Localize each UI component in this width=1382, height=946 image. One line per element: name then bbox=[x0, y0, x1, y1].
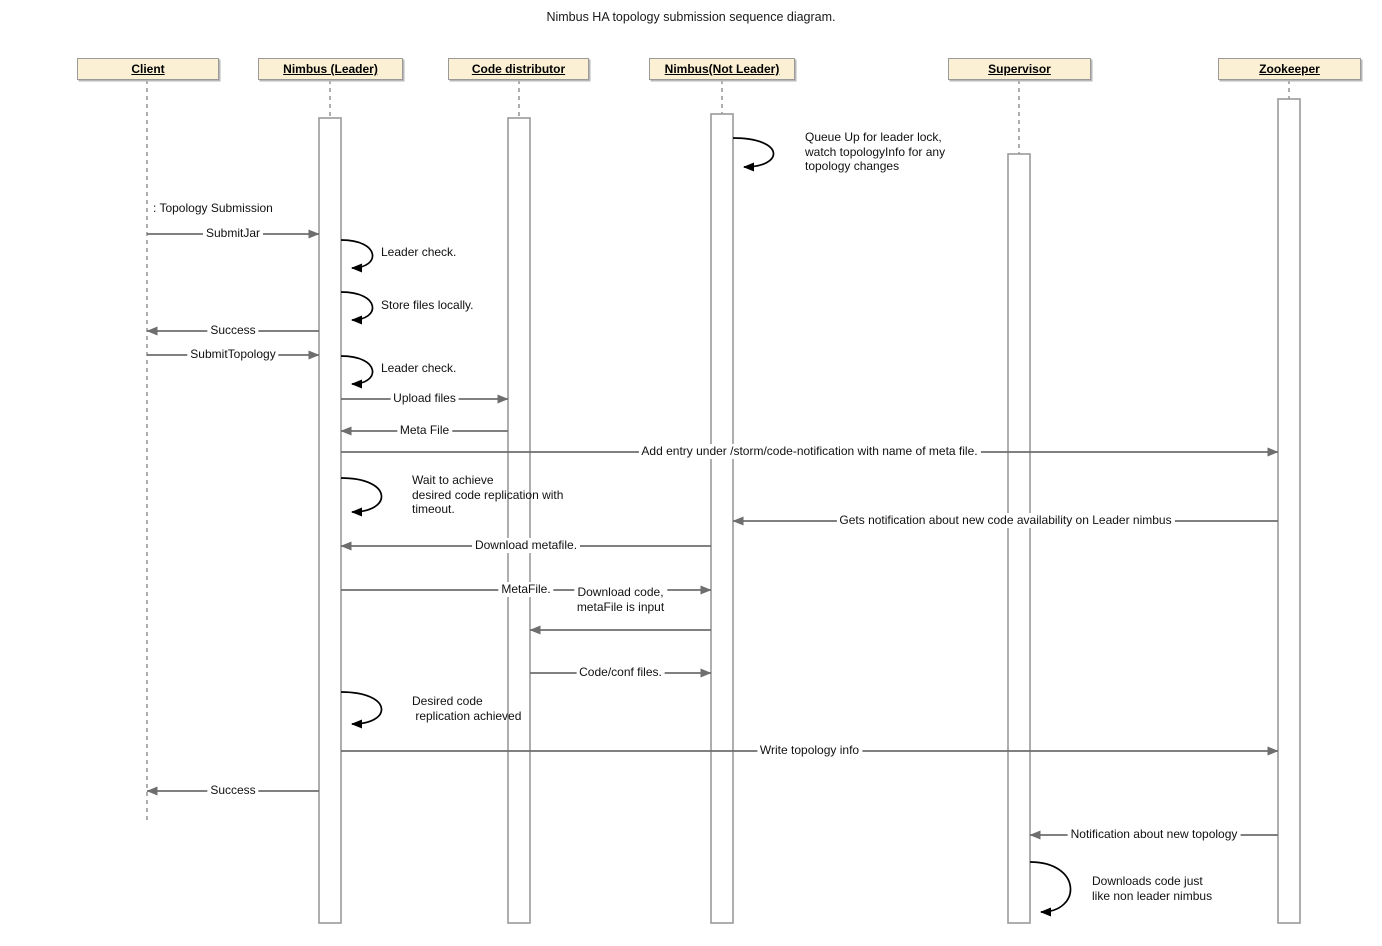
self-call-label-leader-check-2: Leader check. bbox=[381, 361, 457, 375]
self-call-arrow-desired-replication bbox=[340, 691, 383, 729]
self-call-label-desired-replication: Desired code replication achieved bbox=[412, 694, 522, 723]
participant-label-code_distributor: Code distributor bbox=[471, 62, 566, 76]
participant-box-client[interactable]: Client bbox=[77, 58, 219, 80]
self-call-arrow-leader-check-1 bbox=[340, 239, 374, 273]
message-label-write-topology-info: Write topology info bbox=[756, 743, 863, 758]
activation-bar-supervisor bbox=[1007, 153, 1031, 924]
self-call-label-queue-up-leader-lock: Queue Up for leader lock, watch topology… bbox=[805, 130, 946, 173]
message-label-success-jar: Success bbox=[207, 323, 259, 338]
message-label-meta-file: Meta File bbox=[396, 423, 453, 438]
lifelines-layer bbox=[146, 80, 1290, 823]
message-label-gets-notification: Gets notification about new code availab… bbox=[836, 513, 1175, 528]
participant-label-nimbus_not_leader: Nimbus(Not Leader) bbox=[664, 62, 780, 76]
self-call-arrow-wait-to-achieve bbox=[340, 477, 383, 517]
participant-box-nimbus_not_leader[interactable]: Nimbus(Not Leader) bbox=[649, 58, 795, 80]
activation-bar-nimbus_leader bbox=[318, 117, 342, 924]
annotation-topology-submission-note: : Topology Submission bbox=[153, 201, 273, 215]
message-label-code-conf-files: Code/conf files. bbox=[576, 665, 665, 680]
self-call-label-leader-check-1: Leader check. bbox=[381, 245, 457, 259]
message-label-submit-jar: SubmitJar bbox=[202, 226, 264, 241]
self-call-label-downloads-code: Downloads code just like non leader nimb… bbox=[1092, 874, 1213, 903]
message-label-download-metafile: Download metafile. bbox=[471, 538, 581, 553]
message-label-success-topology: Success bbox=[207, 783, 259, 798]
message-label-notification-new-topology: Notification about new topology bbox=[1067, 827, 1241, 842]
activation-bar-zookeeper bbox=[1277, 98, 1301, 924]
participant-label-nimbus_leader: Nimbus (Leader) bbox=[283, 62, 378, 76]
participant-label-client: Client bbox=[131, 62, 165, 76]
participant-box-zookeeper[interactable]: Zookeeper bbox=[1218, 58, 1361, 80]
self-call-arrow-store-files-locally bbox=[340, 291, 374, 325]
self-call-arrow-downloads-code bbox=[1029, 861, 1072, 917]
self-call-label-wait-to-achieve: Wait to achieve desired code replication… bbox=[412, 473, 564, 516]
message-label-metafile: MetaFile. bbox=[498, 582, 554, 597]
participant-box-nimbus_leader[interactable]: Nimbus (Leader) bbox=[258, 58, 403, 80]
diagram-title: Nimbus HA topology submission sequence d… bbox=[546, 10, 836, 24]
participant-box-supervisor[interactable]: Supervisor bbox=[948, 58, 1091, 80]
participant-box-code_distributor[interactable]: Code distributor bbox=[448, 58, 589, 80]
participant-label-supervisor: Supervisor bbox=[988, 62, 1051, 76]
message-label-upload-files: Upload files bbox=[390, 391, 459, 406]
self-calls-layer bbox=[340, 137, 1072, 917]
activation-bar-code_distributor bbox=[507, 117, 531, 924]
self-call-label-store-files-locally: Store files locally. bbox=[381, 298, 474, 312]
activation-bar-nimbus_not_leader bbox=[710, 113, 734, 924]
message-label-submit-topology: SubmitTopology bbox=[187, 347, 279, 362]
participant-label-zookeeper: Zookeeper bbox=[1259, 62, 1320, 76]
message-label-add-entry-zk: Add entry under /storm/code-notification… bbox=[638, 444, 981, 459]
message-label-download-code: Download code, metaFile is input bbox=[573, 585, 668, 614]
self-call-arrow-queue-up-leader-lock bbox=[732, 137, 775, 172]
activations-layer bbox=[318, 98, 1301, 924]
self-call-arrow-leader-check-2 bbox=[340, 355, 374, 389]
